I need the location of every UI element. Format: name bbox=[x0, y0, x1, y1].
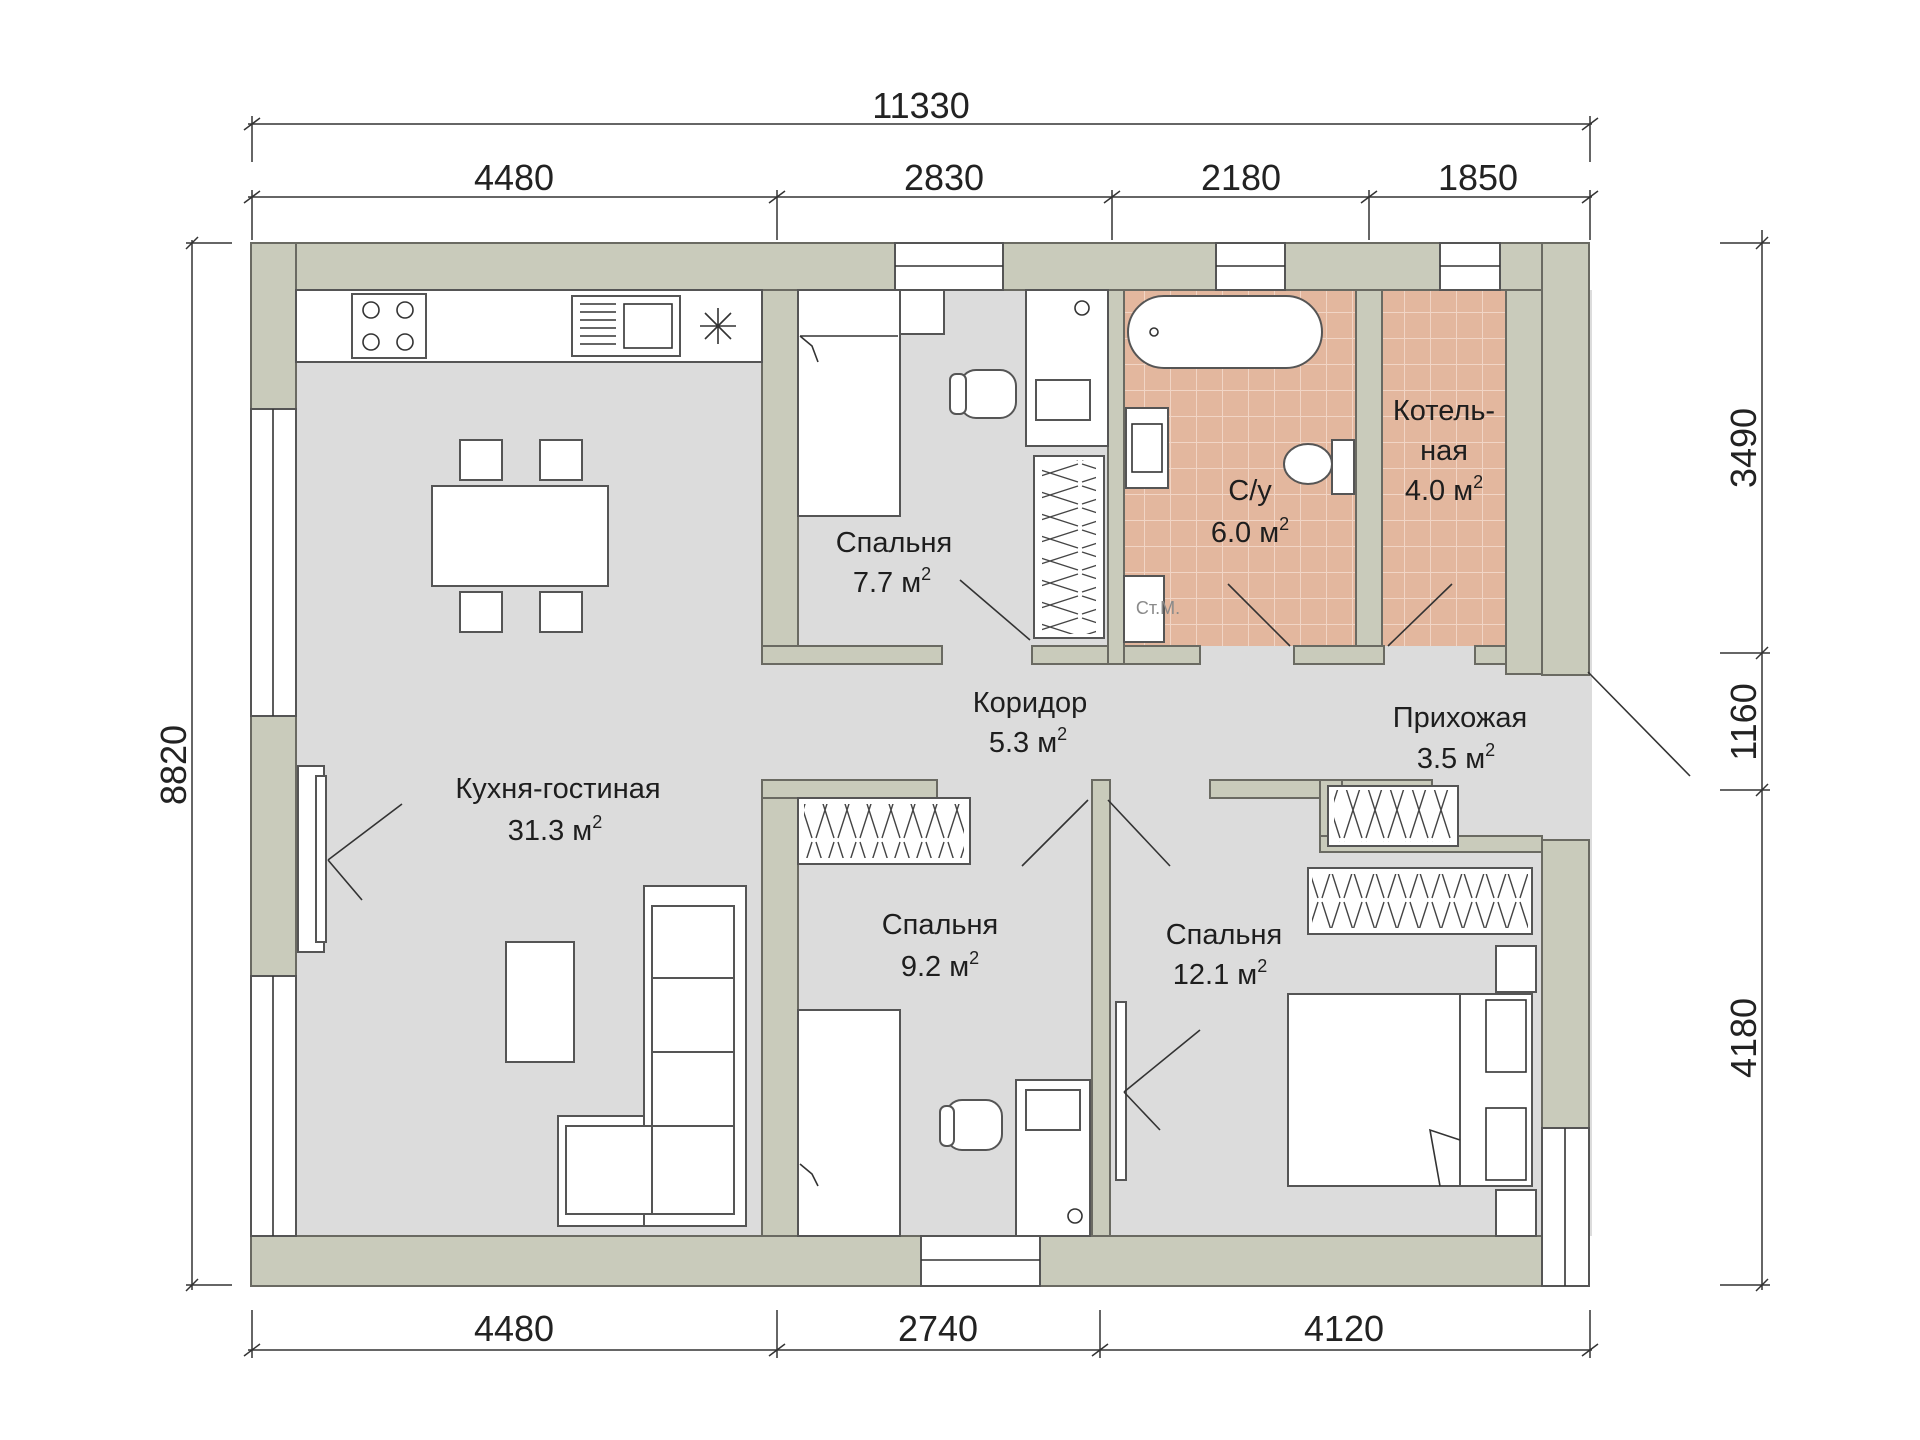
room-area: 7.7 м2 bbox=[853, 564, 931, 599]
bedroom-small-furniture bbox=[797, 289, 1109, 641]
room-name-line2: ная bbox=[1420, 435, 1468, 467]
room-boiler: Котель- ная 4.0 м2 bbox=[1393, 395, 1495, 507]
stove-icon bbox=[351, 293, 427, 359]
boiler-door-swing bbox=[1387, 583, 1453, 647]
room-name: Спальня bbox=[882, 909, 999, 941]
coffee-table bbox=[505, 941, 575, 1063]
dim-top-3: 2180 bbox=[1201, 157, 1281, 198]
dim-right-2: 1160 bbox=[1723, 683, 1764, 760]
room-area: 12.1 м2 bbox=[1173, 956, 1267, 991]
room-name: Спальня bbox=[1166, 919, 1283, 951]
dim-left-height: 8820 bbox=[153, 725, 194, 805]
dim-top-4: 1850 bbox=[1438, 157, 1518, 198]
sink bbox=[1125, 407, 1169, 489]
dim-total-width: 11330 bbox=[872, 85, 969, 126]
dim-bottom-2: 2740 bbox=[898, 1308, 978, 1349]
hob-star-icon bbox=[700, 308, 736, 344]
dim-right-3: 4180 bbox=[1723, 998, 1764, 1078]
desk bbox=[1025, 289, 1109, 447]
room-area: 9.2 м2 bbox=[901, 948, 979, 983]
washing-machine-label: Ст.М. bbox=[1136, 598, 1180, 618]
boiler-tile-floor bbox=[1382, 290, 1506, 646]
corner-sofa bbox=[557, 885, 747, 1227]
single-bed bbox=[797, 289, 901, 517]
room-name: Спальня bbox=[836, 527, 953, 559]
dim-top-2: 2830 bbox=[904, 157, 984, 198]
dim-top-1: 4480 bbox=[474, 157, 554, 198]
dim-right-1: 3490 bbox=[1723, 408, 1764, 488]
room-area: 3.5 м2 bbox=[1417, 740, 1495, 775]
dimension-lines bbox=[185, 116, 1770, 1358]
dimension-labels: 11330 4480 2830 2180 1850 4480 2740 4120… bbox=[153, 85, 1764, 1349]
room-bedroom-mid: Спальня 9.2 м2 bbox=[882, 909, 999, 983]
bathtub bbox=[1127, 295, 1323, 369]
room-name: Кухня-гостиная bbox=[455, 773, 660, 805]
dining-set bbox=[431, 439, 609, 633]
room-area: 4.0 м2 bbox=[1405, 472, 1483, 507]
windows bbox=[250, 242, 1590, 1287]
single-bed-mid bbox=[797, 1009, 901, 1237]
toilet bbox=[1283, 443, 1333, 485]
dim-bottom-1: 4480 bbox=[474, 1308, 554, 1349]
office-chair bbox=[959, 369, 1017, 419]
double-bed bbox=[1287, 993, 1461, 1187]
room-name: Коридор bbox=[973, 687, 1088, 719]
walls bbox=[250, 242, 1590, 1287]
room-area: 5.3 м2 bbox=[989, 724, 1067, 759]
bedroom-large-furniture bbox=[1115, 867, 1537, 1237]
room-corridor: Коридор 5.3 м2 bbox=[973, 687, 1088, 759]
kitchen-counter bbox=[295, 289, 763, 363]
room-kitchen-living: Кухня-гостиная 31.3 м2 bbox=[455, 773, 660, 847]
room-area: 31.3 м2 bbox=[508, 812, 602, 847]
dining-table bbox=[431, 485, 609, 587]
room-area: 6.0 м2 bbox=[1211, 514, 1289, 549]
bathroom-fixtures: Ст.М. bbox=[1123, 295, 1355, 647]
room-name: Прихожая bbox=[1393, 702, 1527, 734]
room-bathroom: С/у 6.0 м2 bbox=[1211, 475, 1289, 549]
room-bedroom-small: Спальня 7.7 м2 bbox=[836, 527, 953, 599]
entry-door-swing bbox=[1587, 671, 1691, 777]
room-name: С/у bbox=[1228, 475, 1272, 507]
sink-icon bbox=[571, 295, 681, 357]
hallway-wardrobe bbox=[1327, 785, 1459, 847]
room-hallway: Прихожая 3.5 м2 bbox=[1393, 702, 1527, 775]
dim-bottom-3: 4120 bbox=[1304, 1308, 1384, 1349]
bedroom-mid-furniture bbox=[797, 797, 1171, 1237]
room-bedroom-large: Спальня 12.1 м2 bbox=[1166, 919, 1283, 991]
room-labels: Кухня-гостиная 31.3 м2 Спальня 7.7 м2 С/… bbox=[455, 395, 1527, 991]
room-name-line1: Котель- bbox=[1393, 395, 1495, 427]
tv-unit bbox=[297, 765, 403, 953]
washing-machine bbox=[1123, 575, 1165, 643]
